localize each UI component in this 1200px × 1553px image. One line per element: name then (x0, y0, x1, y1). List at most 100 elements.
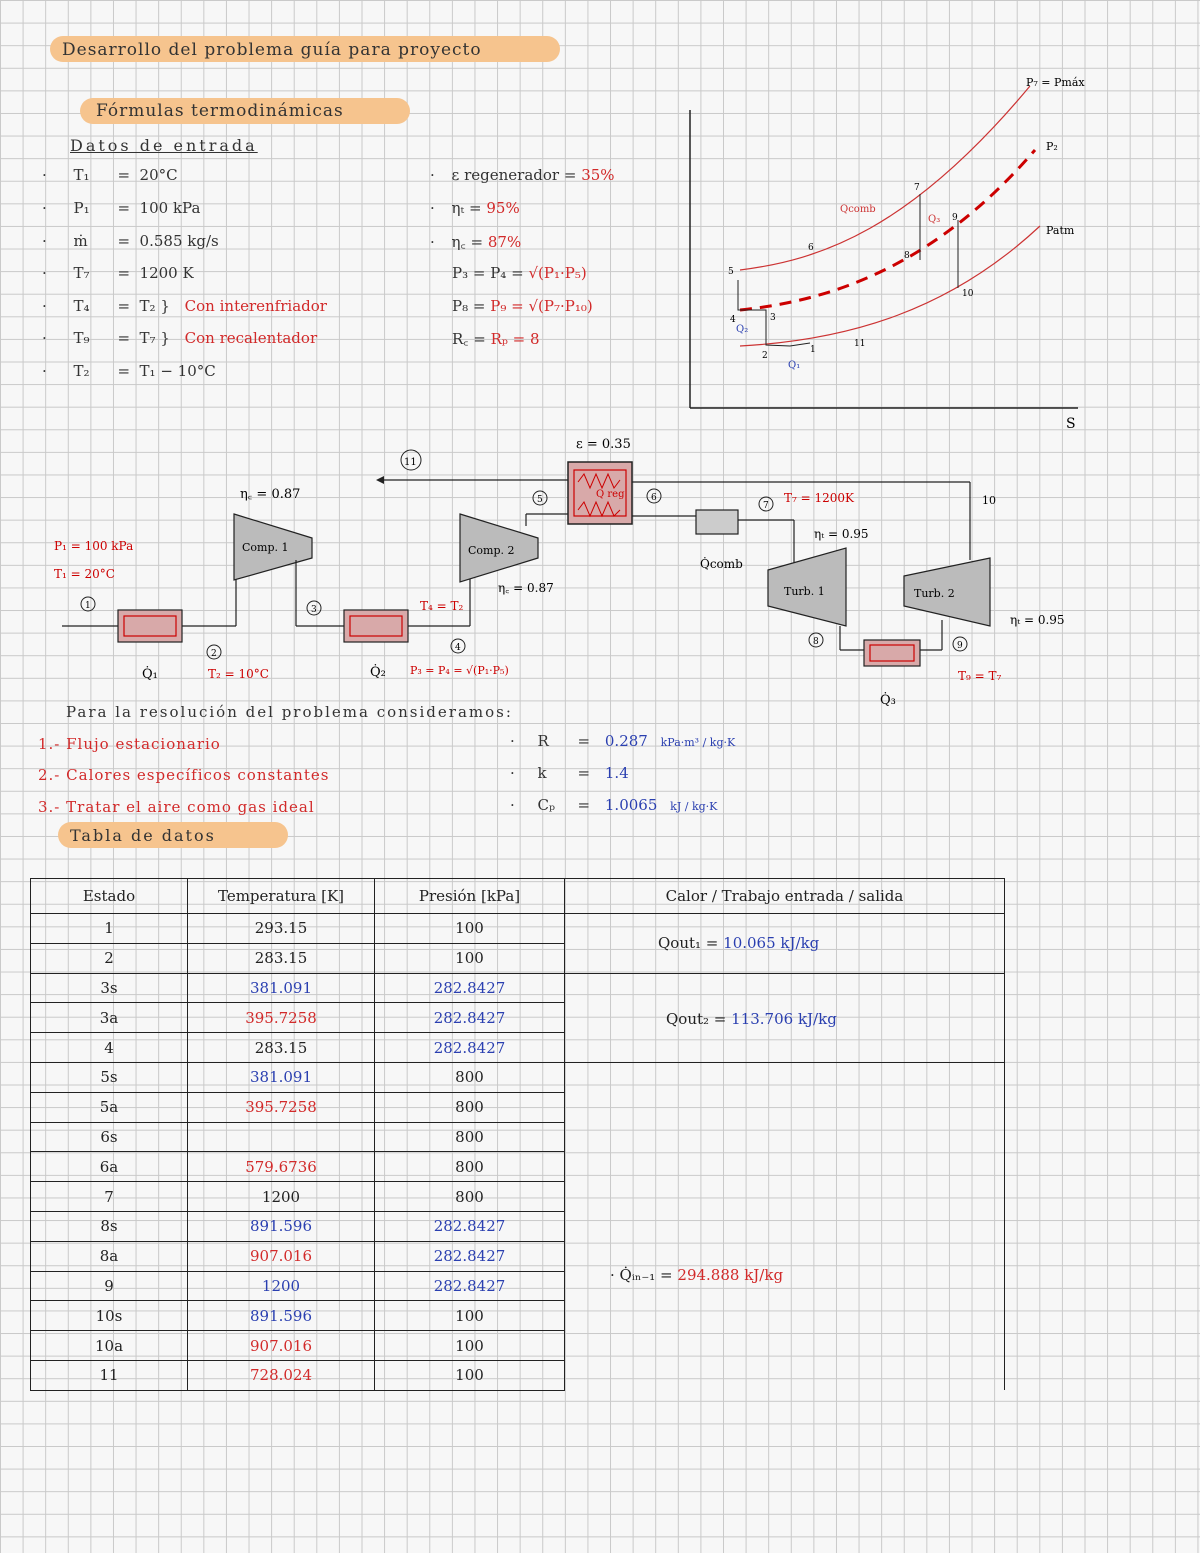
input-row: · T₄=T₂ } Con interenfriador (42, 297, 327, 315)
constant-row: · k= 1.4 (510, 764, 629, 782)
considerations-intro: Para la resolución del problema consider… (66, 703, 513, 721)
cell-pres: 100 (374, 913, 565, 944)
cell-estado: 8s (30, 1210, 188, 1242)
input-row: · T₁=20°C (42, 166, 178, 184)
constant-row: · Cₚ= 1.0065 kJ / kg·K (510, 796, 718, 814)
q-label-comb: Qcomb (840, 204, 876, 215)
cell-estado: 9 (30, 1270, 188, 1302)
point-label: 9 (952, 213, 958, 223)
input-row: · T₇=1200 K (42, 264, 194, 282)
formulas-highlight (80, 98, 410, 124)
input-row: · ηₜ = 95% (430, 199, 520, 217)
point-label: 6 (808, 243, 814, 253)
cell-pres: 100 (374, 942, 565, 974)
node-label: 5 (537, 495, 543, 505)
q-in: · Q̇ᵢₙ₋₁ = 294.888 kJ/kg (610, 1266, 784, 1284)
cycle-schematic: ε = 0.35 Q reg 11 10 P₁ = 100 kPa T₁ = 2… (54, 437, 1065, 708)
iso-label-p2: P₂ (1046, 140, 1058, 153)
cell-estado: 1 (30, 913, 188, 944)
node-label: 10 (982, 494, 996, 507)
cell-pres: 800 (374, 1151, 565, 1183)
point-label: 3 (770, 313, 776, 323)
cell-pres: 282.8427 (374, 972, 565, 1004)
col-header: Presión [kPa] (374, 878, 565, 914)
node-label: 1 (85, 601, 91, 611)
col-header: Calor / Trabajo entrada / salida (564, 878, 1005, 914)
consideration-item: 2.- Calores específicos constantes (38, 766, 330, 784)
q2-label: Q̇₂ (370, 664, 386, 680)
eta-t2-label: ηₜ = 0.95 (1010, 613, 1065, 627)
q-label-3: Q₃ (928, 214, 940, 225)
cell-pres: 282.8427 (374, 1032, 565, 1063)
t9-label: T₉ = T₇ (958, 669, 1002, 683)
cell-pres: 100 (374, 1300, 565, 1332)
epsilon-label: ε = 0.35 (576, 437, 631, 452)
cell-temp: 293.15 (187, 913, 375, 944)
eta-t1-label: ηₜ = 0.95 (814, 527, 869, 541)
q3-label: Q̇₃ (880, 692, 896, 708)
node-label: 7 (763, 501, 769, 511)
compressor-1 (233, 513, 313, 581)
comp2-label: Comp. 2 (468, 544, 515, 557)
cell-q (564, 972, 1005, 1063)
node-label: 3 (311, 605, 317, 615)
iso-label-pmax: P₇ = Pmáx (1026, 76, 1085, 89)
cell-estado: 5s (30, 1061, 188, 1093)
cell-temp: 381.091 (187, 1061, 375, 1093)
input-row: · T₉=T₇ } Con recalentador (42, 329, 318, 347)
turbine-2 (903, 557, 991, 627)
cell-estado: 7 (30, 1181, 188, 1212)
q-out1: Qout₁ = 10.065 kJ/kg (658, 934, 820, 952)
table-heading: Tabla de datos (70, 826, 216, 845)
input-row: P₃ = P₄ = √(P₁·P₅) (452, 264, 587, 282)
cell-estado: 2 (30, 942, 188, 974)
cell-estado: 10a (30, 1330, 188, 1361)
page-title: Desarrollo del problema guía para proyec… (62, 40, 482, 60)
cell-pres: 800 (374, 1091, 565, 1123)
constant-row: · R= 0.287 kPa·m³ / kg·K (510, 732, 736, 750)
cell-estado: 5a (30, 1091, 188, 1123)
node-label: 9 (957, 641, 963, 651)
q-label-1: Q₁ (788, 360, 800, 371)
node-label: 4 (455, 643, 461, 653)
point-label: 2 (762, 351, 768, 361)
ts-diagram: T S P₇ = Pmáx P₂ Patm Qcomb Q₃ Q₂ Q₁ 1 2… (689, 76, 1085, 432)
input-heading: Datos de entrada (70, 136, 258, 155)
cell-temp: 891.596 (187, 1300, 375, 1332)
t7-label: T₇ = 1200K (784, 491, 855, 505)
combustor (695, 509, 739, 535)
input-row: · ε regenerador = 35% (430, 166, 615, 184)
cell-temp: 395.7258 (187, 1002, 375, 1034)
comp1-label: Comp. 1 (242, 541, 289, 554)
cooler-1 (117, 609, 183, 643)
point-label: 5 (728, 267, 734, 277)
node-label: 6 (651, 493, 657, 503)
turb1-label: Turb. 1 (784, 585, 825, 598)
table-heading-highlight (58, 822, 288, 848)
point-label: 1 (810, 345, 816, 355)
cell-estado: 8a (30, 1240, 188, 1272)
qcomb-label: Q̇comb (700, 556, 743, 571)
cell-pres: 282.8427 (374, 1002, 565, 1034)
point-label: 11 (854, 339, 865, 349)
point-label: 4 (730, 315, 736, 325)
input-row: R꜀ = Rₚ = 8 (452, 330, 540, 348)
compressor-2 (459, 513, 539, 583)
data-table: Estado Temperatura [K] Presión [kPa] Cal… (30, 878, 1005, 1391)
cell-temp: 1200 (187, 1270, 375, 1302)
col-header: Temperatura [K] (187, 878, 375, 914)
t4-label: T₄ = T₂ (420, 599, 464, 613)
input-row: · ṁ=0.585 kg/s (42, 232, 219, 250)
cell-pres: 800 (374, 1181, 565, 1212)
input-row: P₈ = P₉ = √(P₇·P₁₀) (452, 297, 593, 315)
node-label: 11 (404, 457, 417, 468)
col-header: Estado (30, 878, 188, 914)
cell-pres: 800 (374, 1061, 565, 1093)
